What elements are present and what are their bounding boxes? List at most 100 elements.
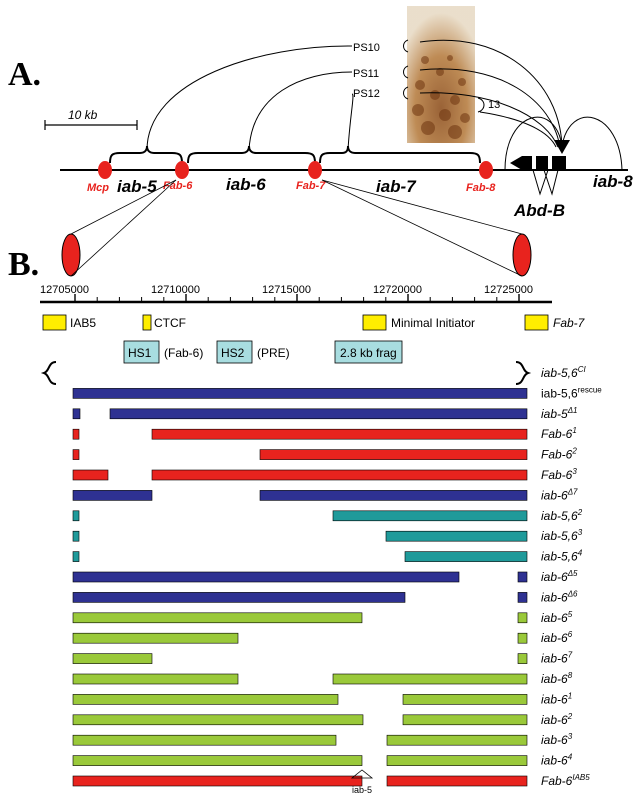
hs1-label: HS1 bbox=[128, 346, 152, 360]
fab8-label: Fab-8 bbox=[466, 182, 496, 194]
construct-segment bbox=[72, 714, 364, 726]
fab7-feature-label: Fab-7 bbox=[553, 316, 586, 330]
construct-row: iab-66 bbox=[72, 630, 573, 645]
ps10-label: PS10 bbox=[353, 42, 380, 54]
construct-segment bbox=[72, 510, 80, 522]
construct-segment bbox=[151, 469, 528, 481]
construct-row: iab-6Δ5 bbox=[72, 569, 578, 584]
frag-box bbox=[334, 340, 403, 364]
construct-segment bbox=[402, 714, 528, 726]
abdb-gene bbox=[510, 156, 566, 196]
construct-row: iab-5,63 bbox=[72, 528, 583, 543]
construct-segment bbox=[517, 632, 528, 644]
ctcf-feature bbox=[142, 314, 152, 331]
construct-segment bbox=[72, 775, 363, 787]
abdb-label: Abd-B bbox=[513, 201, 565, 220]
construct-label: iab-5,6rescue bbox=[541, 385, 602, 400]
construct-segment bbox=[386, 775, 528, 787]
regulatory-arcs bbox=[419, 39, 623, 171]
iab5-domain-label: iab-5 bbox=[117, 177, 157, 196]
tick-12710000: 12710000 bbox=[151, 284, 200, 296]
construct-segment bbox=[72, 428, 80, 440]
construct-row: iab-65 bbox=[72, 610, 573, 625]
construct-row: iab-5,6rescue bbox=[72, 385, 602, 400]
construct-segment bbox=[385, 530, 528, 542]
fab6-label: Fab-6 bbox=[163, 180, 193, 192]
construct-label: iab-6Δ7 bbox=[541, 487, 578, 502]
construct-segment bbox=[72, 653, 153, 664]
construct-segment bbox=[332, 673, 528, 685]
iab6-domain-label: iab-6 bbox=[226, 175, 266, 194]
construct-row: iab-5,6CI bbox=[40, 361, 586, 385]
hs2-label: HS2 bbox=[221, 346, 245, 360]
construct-label: iab-63 bbox=[541, 732, 573, 747]
construct-row: iab-61 bbox=[72, 691, 572, 706]
boundary-elements bbox=[98, 161, 493, 179]
hs1-note: (Fab-6) bbox=[164, 346, 203, 360]
construct-row: Fab-61 bbox=[72, 426, 577, 441]
construct-segment bbox=[151, 428, 528, 440]
construct-row: iab-62 bbox=[72, 712, 573, 727]
iab8-domain-label: iab-8 bbox=[593, 172, 633, 191]
construct-row: iab-67 bbox=[72, 651, 573, 666]
ctcf-feature-label: CTCF bbox=[154, 316, 186, 330]
fab7-feature bbox=[524, 314, 549, 331]
scalebar-label: 10 kb bbox=[68, 108, 98, 122]
tick-12715000: 12715000 bbox=[262, 284, 311, 296]
construct-segment bbox=[72, 490, 153, 501]
construct-segment bbox=[72, 673, 239, 685]
hs1-box bbox=[123, 340, 160, 364]
construct-label: Fab-63 bbox=[541, 467, 577, 482]
construct-label: iab-5Δ1 bbox=[541, 406, 578, 421]
construct-row: iab-64 bbox=[72, 753, 573, 768]
construct-segment bbox=[72, 592, 406, 603]
construct-segment bbox=[72, 530, 80, 542]
construct-label: iab-64 bbox=[541, 753, 573, 768]
construct-segment bbox=[402, 694, 528, 705]
construct-segment bbox=[517, 592, 528, 603]
construct-segment bbox=[109, 408, 528, 420]
construct-segment bbox=[404, 551, 528, 562]
construct-rows: iab-5,6CI iab-5,6rescue iab-5Δ1Fab-61Fab-6… bbox=[40, 361, 602, 788]
construct-row: Fab-6IAB5 bbox=[72, 773, 590, 788]
construct-segment bbox=[72, 612, 363, 624]
construct-segment bbox=[259, 490, 528, 501]
construct-segment bbox=[72, 449, 80, 460]
iab7-domain-label: iab-7 bbox=[376, 177, 417, 196]
panel-b-label: B. bbox=[8, 246, 39, 283]
construct-row: iab-63 bbox=[72, 732, 573, 747]
construct-row: iab-5,62 bbox=[72, 508, 583, 523]
construct-label: iab-5,6CI bbox=[541, 365, 586, 380]
construct-segment bbox=[517, 571, 528, 583]
construct-segment bbox=[517, 653, 528, 664]
construct-label: iab-67 bbox=[541, 651, 573, 666]
tick-12720000: 12720000 bbox=[373, 284, 422, 296]
construct-label: Fab-6IAB5 bbox=[541, 773, 590, 788]
construct-label: iab-5,64 bbox=[541, 549, 583, 564]
construct-label: iab-5,62 bbox=[541, 508, 583, 523]
construct-label: Fab-62 bbox=[541, 447, 577, 462]
construct-row: iab-68 bbox=[72, 671, 573, 686]
right-brace bbox=[515, 361, 532, 385]
construct-label: iab-66 bbox=[541, 630, 573, 645]
fab7-label: Fab-7 bbox=[296, 180, 326, 192]
construct-label: iab-5,63 bbox=[541, 528, 583, 543]
tick-12705000: 12705000 bbox=[40, 284, 89, 296]
iab5-feature-label: IAB5 bbox=[70, 316, 96, 330]
tick-12725000: 12725000 bbox=[484, 284, 533, 296]
hs2-note: (PRE) bbox=[257, 346, 290, 360]
embryo-image bbox=[407, 6, 475, 143]
construct-label: iab-6Δ5 bbox=[541, 569, 578, 584]
construct-segment bbox=[72, 408, 81, 420]
ps12-label: PS12 bbox=[353, 88, 380, 100]
construct-segment bbox=[332, 510, 528, 522]
construct-label: Fab-61 bbox=[541, 426, 577, 441]
construct-row: iab-6Δ7 bbox=[72, 487, 578, 502]
construct-label: iab-62 bbox=[541, 712, 573, 727]
construct-segment bbox=[72, 755, 363, 766]
panel-a-label: A. bbox=[8, 56, 41, 93]
ps11-label: PS11 bbox=[353, 68, 379, 80]
construct-segment bbox=[72, 694, 339, 705]
construct-segment bbox=[72, 469, 109, 481]
coordinate-axis: 12705000 12710000 12715000 12720000 1272… bbox=[40, 284, 552, 304]
